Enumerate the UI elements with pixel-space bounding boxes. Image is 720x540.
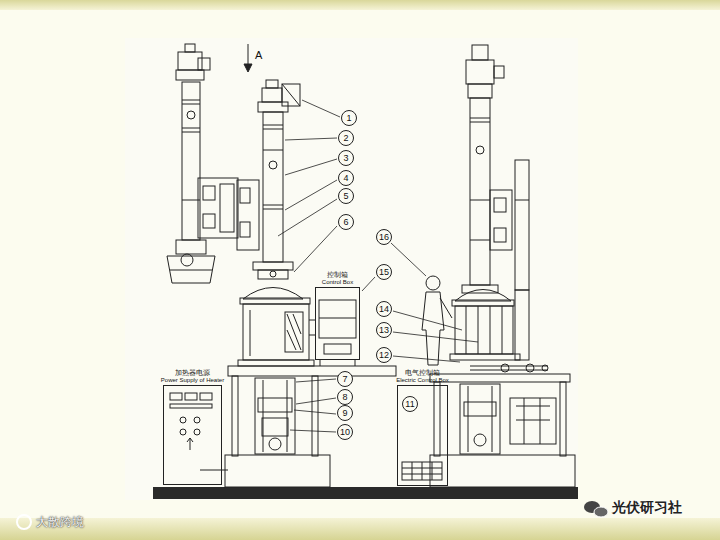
box-heading: 控制箱Control Box xyxy=(322,271,353,286)
callout-number: 16 xyxy=(376,229,392,245)
box-title: 电气控制箱 xyxy=(396,369,449,377)
view-letter: A xyxy=(255,49,262,61)
top-band xyxy=(0,0,720,10)
leader-lines xyxy=(278,100,478,432)
callout-number: 13 xyxy=(376,322,392,338)
callout-number: 4 xyxy=(338,170,354,186)
callout-number: 9 xyxy=(337,405,353,421)
box-heading: 电气控制箱Electric Control Box xyxy=(396,369,449,384)
box-heading: 加热器电源Power Supply of Heater xyxy=(161,369,224,384)
callout-number: 7 xyxy=(337,371,353,387)
watermark: 大散跨境 xyxy=(36,514,84,531)
box-subtitle: Electric Control Box xyxy=(396,377,449,384)
callout-number: 10 xyxy=(337,424,353,440)
callout-number: 3 xyxy=(338,150,354,166)
drawing-area xyxy=(125,38,578,500)
box-title: 控制箱 xyxy=(322,271,353,279)
callout-number: 12 xyxy=(376,347,392,363)
box-subtitle: Power Supply of Heater xyxy=(161,377,224,384)
watermark-icons xyxy=(17,501,608,529)
view-arrow xyxy=(244,44,252,72)
bottom-band xyxy=(0,518,720,540)
callout-number: 1 xyxy=(341,110,357,126)
machine-drawing xyxy=(167,44,575,487)
box-title: 加热器电源 xyxy=(161,369,224,377)
box-subtitle: Control Box xyxy=(322,279,353,286)
callout-number: 11 xyxy=(402,396,418,412)
callout-number: 8 xyxy=(337,389,353,405)
watermark: 光伏研习社 xyxy=(612,499,682,517)
floor xyxy=(153,487,578,499)
callout-number: 6 xyxy=(338,214,354,230)
heater-power-cabinet: 加热器电源Power Supply of Heater xyxy=(163,385,222,485)
callout-number: 15 xyxy=(376,264,392,280)
callout-number: 14 xyxy=(376,301,392,317)
control-box: 控制箱Control Box xyxy=(315,287,360,360)
callout-number: 5 xyxy=(338,188,354,204)
callout-number: 2 xyxy=(338,130,354,146)
